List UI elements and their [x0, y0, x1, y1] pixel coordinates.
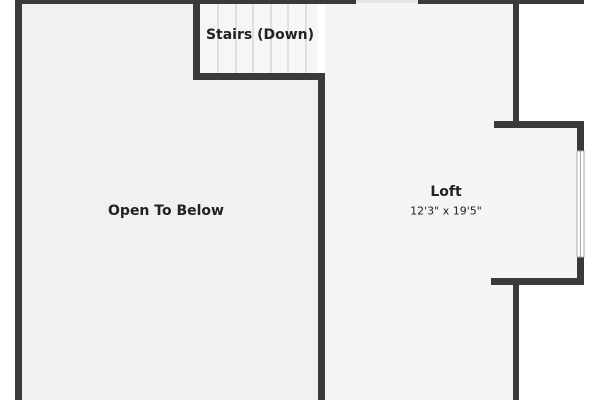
- top-opening: [356, 0, 418, 3]
- stairs-label: Stairs (Down): [205, 27, 315, 43]
- loft-dimensions: 12'3" x 19'5": [410, 204, 482, 218]
- open-to-below-label: Open To Below: [108, 203, 224, 219]
- loft-label: Loft: [430, 184, 462, 200]
- window: [576, 150, 585, 258]
- walls: [15, 0, 584, 400]
- loft-bay-area: [513, 128, 577, 278]
- stair-treads: [217, 3, 307, 73]
- stairs-area: [200, 0, 318, 73]
- loft-area: [325, 0, 513, 400]
